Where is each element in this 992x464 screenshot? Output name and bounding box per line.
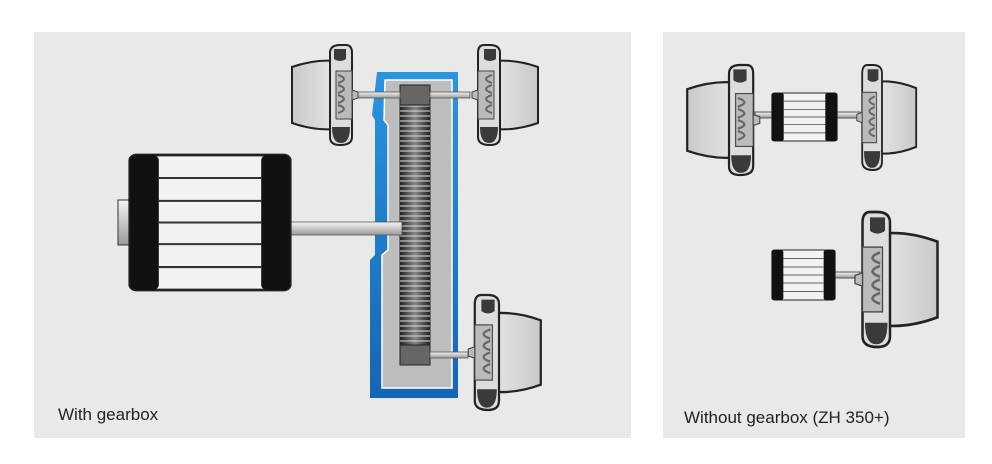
caption-without-gearbox: Without gearbox (ZH 350+) xyxy=(684,408,890,427)
caption-with-gearbox: With gearbox xyxy=(58,405,159,424)
direct-drive-unit-bottom xyxy=(771,210,939,349)
shafts xyxy=(289,91,471,359)
compressor-stage-2 xyxy=(471,44,539,146)
compressor-stage-3 xyxy=(467,293,542,412)
compressor-stage-1 xyxy=(291,44,359,146)
bull-gear xyxy=(399,84,431,366)
direct-drive-unit-top xyxy=(686,63,918,177)
motor-with-gearbox xyxy=(117,153,292,292)
